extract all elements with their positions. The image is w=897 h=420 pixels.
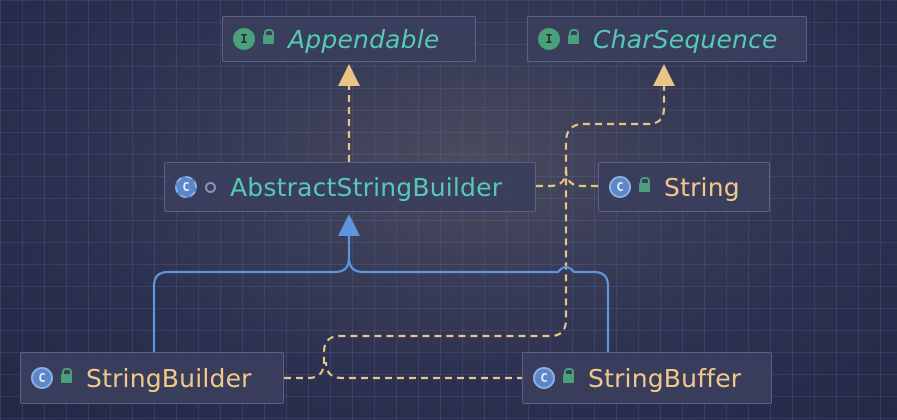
node-appendable[interactable]: I Appendable [222,16,476,62]
edge-stringbuffer-extends-abstractstringbuilder [347,257,610,352]
edge-string-implements-charsequence [564,169,598,188]
abstract-class-icon: C [175,176,197,198]
interface-icon: I [538,28,560,50]
node-label: StringBuffer [588,363,742,393]
node-label: Appendable [288,24,440,54]
node-label: String [664,172,740,202]
node-stringbuilder[interactable]: C StringBuilder [20,352,284,404]
public-lock-icon [563,367,574,383]
edge-stringbuilder-implements-charsequence [284,170,568,380]
public-lock-icon [639,176,650,192]
node-label: StringBuilder [86,363,252,393]
node-abstractstringbuilder[interactable]: C AbstractStringBuilder [164,162,536,212]
arrowhead-abstractstringbuilder [338,214,360,236]
edge-stringbuilder-extends-abstractstringbuilder [152,236,351,352]
node-string[interactable]: C String [598,162,770,212]
node-label: CharSequence [593,24,778,54]
public-lock-icon [263,28,274,44]
arrowhead-charsequence [653,64,675,86]
class-icon: C [609,176,631,198]
package-private-icon [205,181,216,193]
arrowhead-appendable [338,64,360,86]
class-icon: C [31,367,53,389]
public-lock-icon [568,28,579,44]
node-stringbuffer[interactable]: C StringBuffer [522,352,772,404]
node-label: AbstractStringBuilder [230,172,503,202]
interface-icon: I [233,28,255,50]
node-charsequence[interactable]: I CharSequence [527,16,807,62]
edge-stringbuffer-implements-charsequence [324,361,524,380]
class-icon: C [533,367,555,389]
public-lock-icon [61,367,72,383]
edge-abstractstringbuilder-implements-charsequence [536,86,666,188]
